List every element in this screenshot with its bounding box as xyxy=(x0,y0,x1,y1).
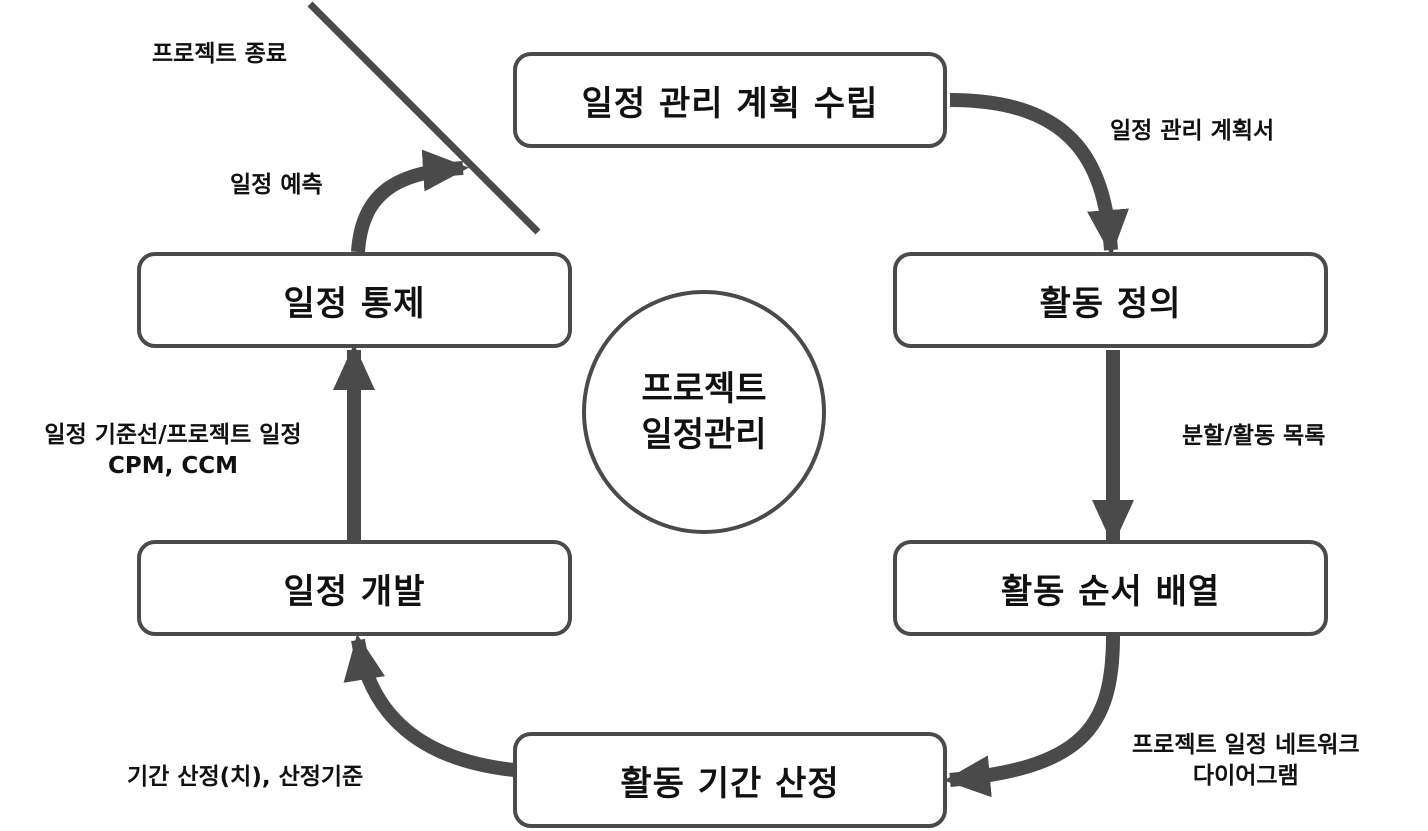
label-forecast: 일정 예측 xyxy=(230,172,323,198)
center-circle: 프로젝트 일정관리 xyxy=(582,290,826,534)
center-title-line2: 일정관리 xyxy=(641,415,767,455)
step-define: 활동 정의 xyxy=(893,252,1328,348)
center-title-line1: 프로젝트 xyxy=(641,369,767,409)
label-baseline-line1: 일정 기준선/프로젝트 일정 xyxy=(44,422,302,448)
label-baseline: 일정 기준선/프로젝트 일정 CPM, CCM xyxy=(18,420,328,482)
step-estimate: 활동 기간 산정 xyxy=(513,732,947,828)
step-sequence: 활동 순서 배열 xyxy=(893,540,1328,636)
label-network-diagram: 프로젝트 일정 네트워크 다이어그램 xyxy=(1132,730,1360,792)
label-duration: 기간 산정(치), 산정기준 xyxy=(127,764,364,790)
arrow-plan-to-define xyxy=(949,93,1129,256)
step-control: 일정 통제 xyxy=(137,252,572,348)
label-activity-list: 분할/활동 목록 xyxy=(1182,423,1326,449)
arrow-control-to-end xyxy=(351,149,469,253)
label-network-line2: 다이어그램 xyxy=(1192,763,1299,789)
project-end-line xyxy=(307,1,541,235)
label-network-line1: 프로젝트 일정 네트워크 xyxy=(1132,732,1360,758)
arrow-estimate-to-develop xyxy=(343,634,515,777)
label-baseline-line2: CPM, CCM xyxy=(107,453,238,479)
arrow-sequence-to-estimate xyxy=(944,635,1120,798)
label-project-end: 프로젝트 종료 xyxy=(152,41,287,67)
label-plan-doc: 일정 관리 계획서 xyxy=(1110,118,1275,144)
step-develop: 일정 개발 xyxy=(137,540,572,636)
step-plan: 일정 관리 계획 수립 xyxy=(513,52,947,148)
